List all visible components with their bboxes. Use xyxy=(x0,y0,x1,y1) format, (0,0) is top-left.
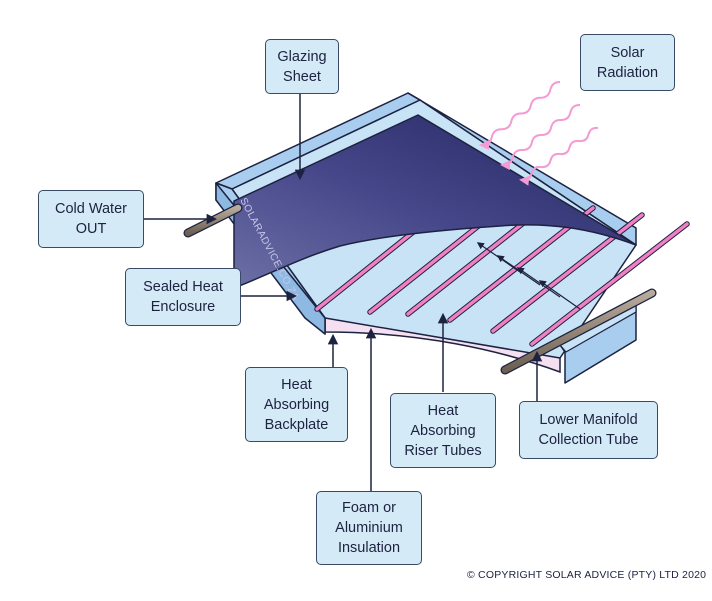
cold-water-out-pipe xyxy=(183,203,243,238)
label-sealed-heat-enclosure: Sealed Heat Enclosure xyxy=(125,268,241,326)
label-heat-absorbing-riser-tubes-text: Heat Absorbing Riser Tubes xyxy=(404,402,482,459)
label-glazing-sheet-text: Glazing Sheet xyxy=(277,48,327,85)
label-foam-or-aluminium-insulation: Foam or Aluminium Insulation xyxy=(316,491,422,565)
radiation-wave xyxy=(519,126,599,186)
label-glazing-sheet: Glazing Sheet xyxy=(265,39,339,94)
copyright-text: © COPYRIGHT SOLAR ADVICE (PTY) LTD 2020 xyxy=(467,569,707,581)
flow-arrows xyxy=(476,242,581,310)
label-foam-or-aluminium-insulation-text: Foam or Aluminium Insulation xyxy=(335,500,403,556)
label-cold-water-out: Cold Water OUT xyxy=(38,190,144,248)
label-heat-absorbing-backplate-text: Heat Absorbing Backplate xyxy=(263,376,330,433)
label-lower-manifold-collection-tube-text: Lower Manifold Collection Tube xyxy=(538,412,639,448)
riser-tube xyxy=(530,222,689,346)
radiation-wave xyxy=(479,81,561,150)
leader-backplate xyxy=(327,333,346,371)
label-sealed-heat-enclosure-text: Sealed Heat Enclosure xyxy=(143,279,223,315)
solar-radiation-waves xyxy=(479,81,599,186)
lower-manifold-tube xyxy=(500,288,657,375)
label-cold-water-out-text: Cold Water OUT xyxy=(55,201,127,237)
label-solar-radiation-text: Solar Radiation xyxy=(596,44,659,81)
label-lower-manifold-collection-tube: Lower Manifold Collection Tube xyxy=(519,401,658,459)
flow-arrow xyxy=(538,280,581,310)
radiation-wave xyxy=(500,103,581,171)
label-heat-absorbing-riser-tubes: Heat Absorbing Riser Tubes xyxy=(390,393,496,468)
label-solar-radiation: Solar Radiation xyxy=(580,34,675,91)
label-heat-absorbing-backplate: Heat Absorbing Backplate xyxy=(245,367,348,442)
